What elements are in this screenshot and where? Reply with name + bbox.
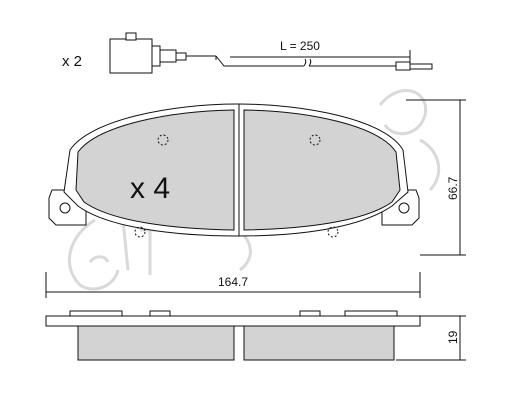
side-shim-left bbox=[69, 310, 123, 317]
sensor-connector-collar bbox=[151, 45, 161, 67]
wire-break-mark bbox=[303, 58, 312, 67]
brake-pad-front-view bbox=[48, 103, 420, 238]
height-dim-label: 66.7 bbox=[446, 176, 460, 200]
left-mount-hole bbox=[59, 202, 71, 214]
sensor-connector-tip bbox=[175, 52, 187, 61]
height-dimension bbox=[406, 99, 466, 256]
thickness-dimension bbox=[396, 315, 466, 361]
friction-pad-left bbox=[75, 109, 235, 231]
friction-pad-right bbox=[243, 109, 401, 231]
pin-marker bbox=[157, 134, 169, 146]
pin-marker bbox=[309, 134, 321, 146]
sensor-connector-neck bbox=[159, 49, 177, 63]
pin-marker bbox=[327, 226, 339, 238]
side-friction-left bbox=[77, 325, 235, 361]
width-dimension bbox=[45, 272, 421, 298]
sensor-qty-label: x 2 bbox=[62, 53, 82, 70]
side-friction-right bbox=[243, 325, 395, 361]
sensor-connector bbox=[109, 38, 153, 74]
sensor-probe-body bbox=[395, 61, 411, 71]
thickness-dim-label: 19 bbox=[446, 330, 460, 344]
pin-marker bbox=[134, 226, 146, 238]
sensor-probe-tip bbox=[409, 63, 433, 70]
width-dim-label: 164.7 bbox=[218, 275, 248, 289]
sensor-wire bbox=[215, 55, 304, 67]
wire-length-label: L = 250 bbox=[280, 39, 320, 53]
pad-qty-label: x 4 bbox=[130, 172, 170, 205]
side-clip bbox=[299, 310, 321, 317]
guide-pin-markers bbox=[134, 134, 339, 238]
sensor-connector-latch bbox=[125, 32, 137, 41]
wear-sensor bbox=[109, 32, 433, 74]
brake-pad-side-view bbox=[45, 310, 421, 361]
side-backing-plate bbox=[45, 315, 421, 327]
side-shim-right bbox=[344, 310, 398, 317]
right-mount-hole bbox=[398, 202, 410, 214]
side-clip bbox=[149, 310, 171, 317]
